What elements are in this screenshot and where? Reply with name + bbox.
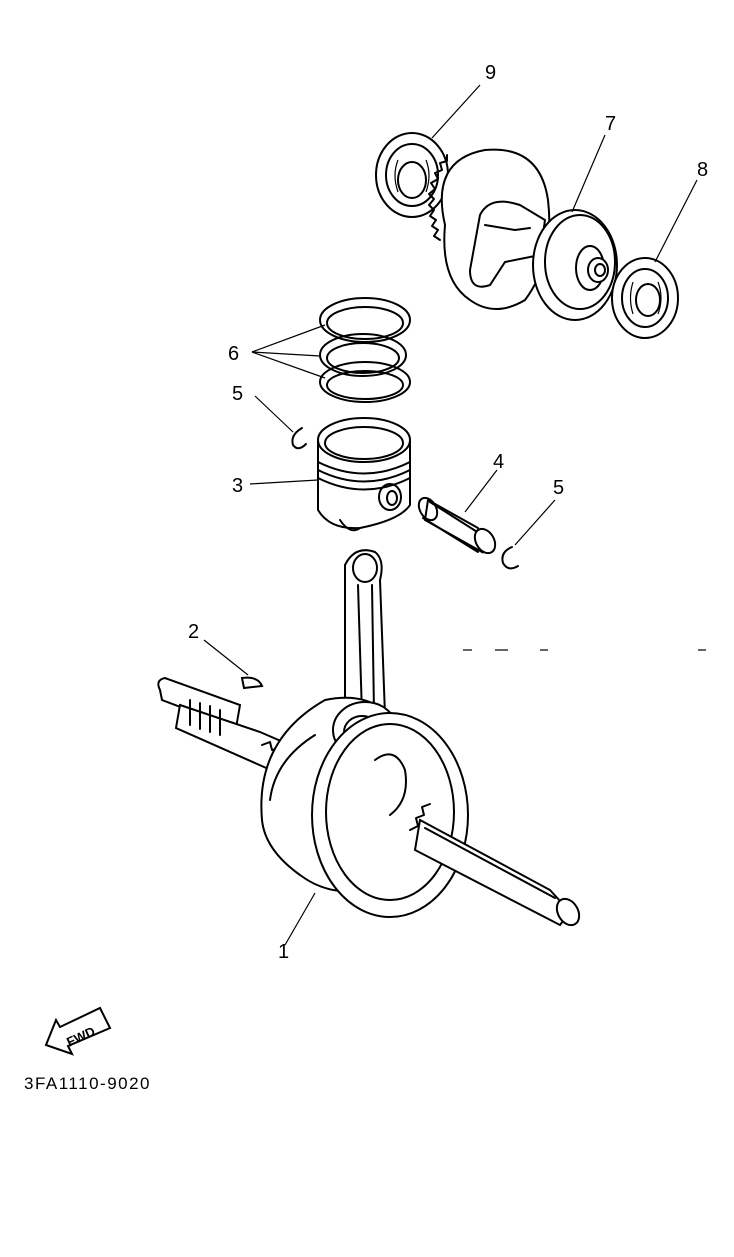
- diagram-code: 3FA1110-9020: [24, 1074, 151, 1093]
- callout-1: 1: [278, 941, 289, 963]
- part-8-bearing: [611, 257, 679, 339]
- part-9-bearing: [375, 132, 449, 218]
- part-4-piston-pin: [417, 496, 497, 555]
- callout-7: 7: [605, 113, 616, 135]
- leader-6c: [251, 351, 326, 379]
- leader-9: [431, 84, 481, 139]
- callout-8: 8: [697, 159, 708, 181]
- callout-5-right: 5: [553, 477, 564, 499]
- callout-2: 2: [188, 621, 199, 643]
- part-5-circlip-left: [291, 427, 307, 450]
- callout-4: 4: [493, 451, 504, 473]
- leader-4: [464, 469, 498, 513]
- leader-6b: [251, 351, 321, 357]
- callout-6: 6: [228, 343, 239, 365]
- part-1-crankshaft-assembly: [157, 549, 581, 927]
- callout-9: 9: [485, 62, 496, 84]
- leader-3: [249, 479, 319, 485]
- callout-5-left: 5: [232, 383, 243, 405]
- leader-7: [571, 134, 606, 213]
- leader-5-left: [254, 395, 294, 433]
- part-2-woodruff-key: [240, 676, 264, 690]
- part-6-piston-rings: [319, 297, 411, 403]
- leader-lines: [203, 84, 698, 946]
- leader-2: [203, 639, 249, 676]
- leader-8: [654, 179, 698, 263]
- part-5-circlip-right: [501, 546, 519, 570]
- leader-1: [284, 892, 316, 946]
- callout-3: 3: [232, 475, 243, 497]
- leader-5-right: [514, 499, 556, 546]
- part-3-piston: [317, 417, 411, 532]
- fwd-arrow-icon: FWD: [44, 1006, 112, 1056]
- leader-6a: [251, 324, 326, 353]
- part-7-balancer-shaft: [428, 148, 618, 321]
